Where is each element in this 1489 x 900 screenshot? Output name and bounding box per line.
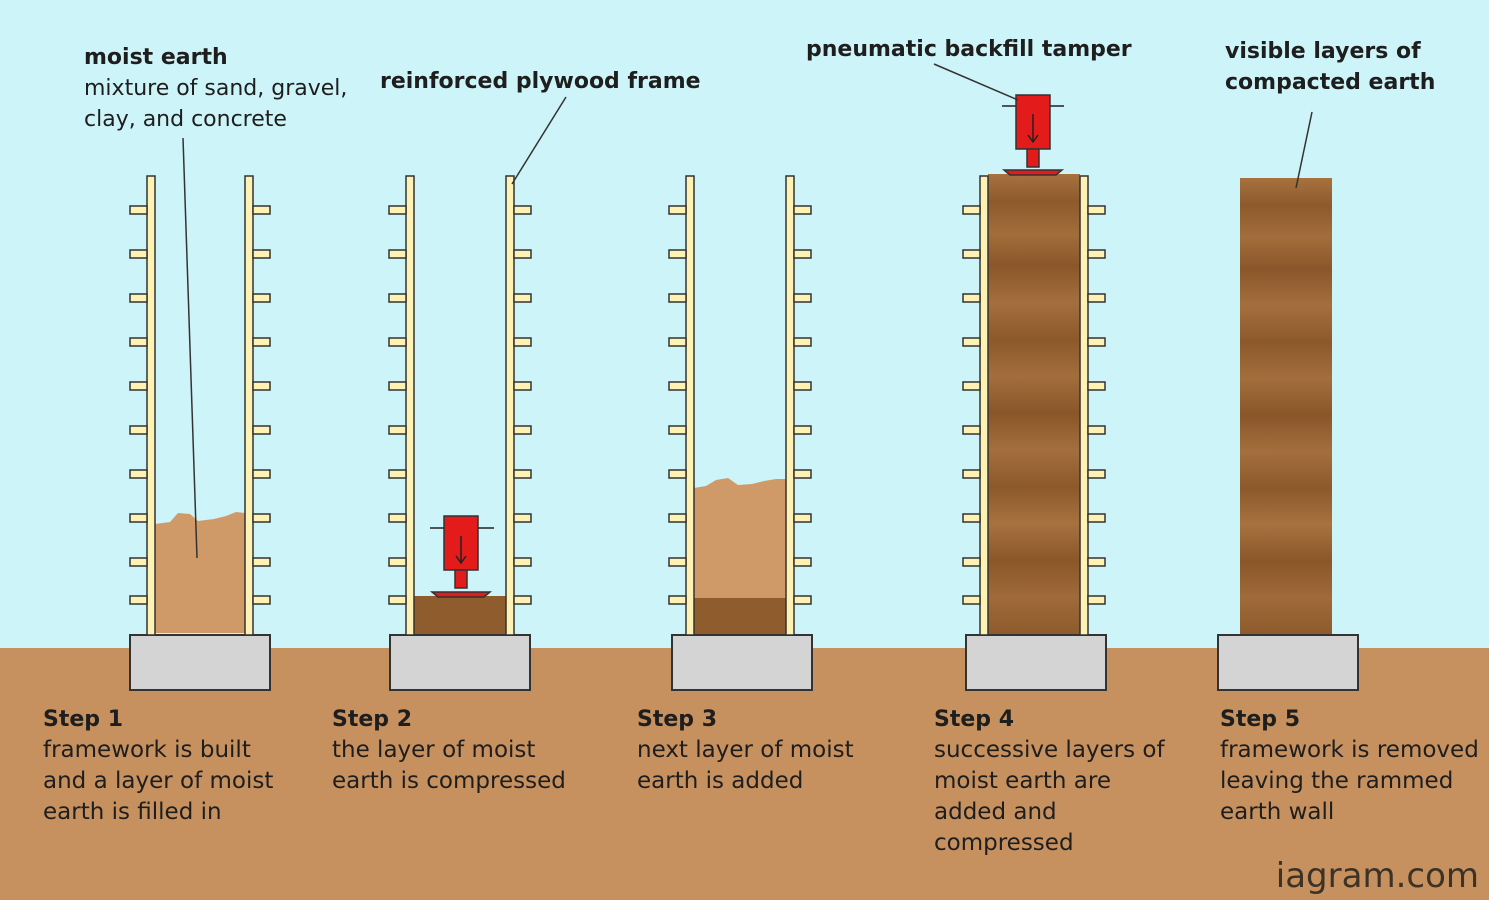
step-description: next layer of moist earth is added <box>637 737 854 794</box>
tamper <box>429 515 494 598</box>
plywood-frame-right <box>785 175 812 636</box>
step-1-caption: Step 1 framework is built and a layer of… <box>43 704 273 828</box>
leader-line-moist-earth <box>182 137 198 559</box>
tamper <box>1001 94 1065 176</box>
step-4-caption: Step 4 successive layers of moist earth … <box>934 704 1165 859</box>
step-description: the layer of moist earth is compressed <box>332 737 566 794</box>
plywood-frame-left <box>668 175 695 636</box>
step-5-caption: Step 5 framework is removed leaving the … <box>1220 704 1479 828</box>
step-title: Step 2 <box>332 707 412 732</box>
step-3-illustration <box>668 175 813 691</box>
leader-line-layers <box>1295 111 1313 189</box>
callout-title: moist earth <box>84 45 228 70</box>
plywood-frame-right <box>244 175 271 636</box>
loose-earth-layer <box>694 478 786 598</box>
compacted-earth-column <box>988 174 1080 634</box>
compacted-layer <box>694 598 786 634</box>
step-2-caption: Step 2 the layer of moist earth is compr… <box>332 704 566 797</box>
footing <box>671 634 813 691</box>
plywood-frame-left <box>388 175 415 636</box>
plywood-frame-left <box>129 175 156 636</box>
watermark: iagram.com <box>1275 856 1479 896</box>
callout-title: reinforced plywood frame <box>380 69 701 94</box>
loose-earth-layer <box>155 512 245 633</box>
leader-line-frame <box>511 96 567 185</box>
callout-plywood-frame: reinforced plywood frame <box>380 66 701 97</box>
compacted-layer <box>414 596 506 634</box>
step-description: successive layers of moist earth are add… <box>934 737 1165 856</box>
footing <box>389 634 531 691</box>
step-3-caption: Step 3 next layer of moist earth is adde… <box>637 704 854 797</box>
step-4-illustration <box>962 94 1107 691</box>
step-title: Step 4 <box>934 707 1014 732</box>
step-2-illustration <box>388 175 532 691</box>
step-title: Step 1 <box>43 707 123 732</box>
step-title: Step 3 <box>637 707 717 732</box>
footing <box>1217 634 1359 691</box>
footing <box>965 634 1107 691</box>
plywood-frame-right <box>505 175 532 636</box>
step-description: framework is built and a layer of moist … <box>43 737 274 825</box>
plywood-frame-left <box>962 175 989 636</box>
leader-line-tamper <box>933 63 1019 101</box>
callout-description: mixture of sand, gravel, clay, and concr… <box>84 76 348 132</box>
callout-moist-earth: moist earth mixture of sand, gravel, cla… <box>84 42 347 135</box>
callout-title: visible layers of compacted earth <box>1225 39 1436 95</box>
step-title: Step 5 <box>1220 707 1300 732</box>
callout-tamper: pneumatic backfill tamper <box>806 34 1132 65</box>
rammed-earth-wall <box>1240 178 1332 634</box>
footing <box>129 634 271 691</box>
plywood-frame-right <box>1079 175 1106 636</box>
step-description: framework is removed leaving the rammed … <box>1220 737 1479 825</box>
callout-visible-layers: visible layers of compacted earth <box>1225 36 1435 98</box>
callout-title: pneumatic backfill tamper <box>806 37 1132 62</box>
step-1-illustration <box>129 175 271 691</box>
step-5-illustration <box>1217 178 1359 691</box>
